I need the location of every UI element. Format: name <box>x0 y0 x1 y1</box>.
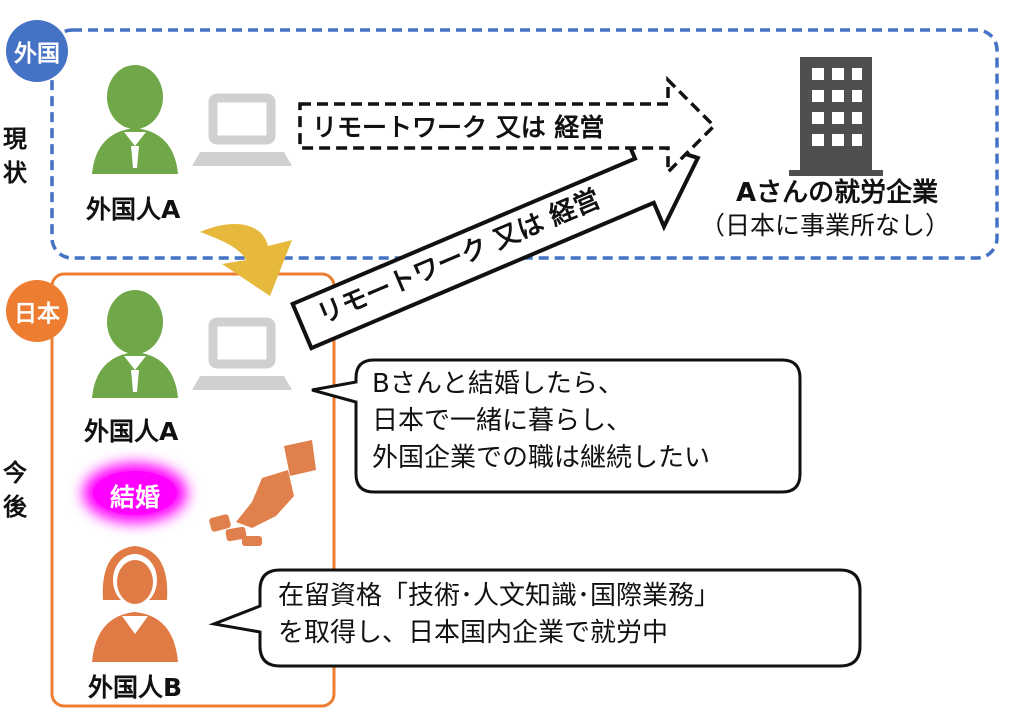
move-arrow-icon <box>200 223 292 296</box>
company-note: （日本に事業所なし） <box>700 211 951 240</box>
person-b-label: 外国人B <box>88 673 183 702</box>
person-a-bottom-icon <box>92 290 178 398</box>
side-label-current: 現状 <box>0 122 30 190</box>
person-a-top-label: 外国人A <box>86 195 181 224</box>
laptop-bottom-icon <box>192 317 292 390</box>
side-label-current-text: 現状 <box>3 125 27 187</box>
office-building-icon <box>789 57 883 176</box>
speech-bubble-b-shape <box>208 568 862 668</box>
top-arrow-label: リモートワーク 又は 経営 <box>312 113 605 142</box>
laptop-top-icon <box>192 93 292 166</box>
japan-region-badge: 日本 <box>6 280 68 342</box>
speech-bubble-b-text: 在留資格「技術･人文知識･国際業務」 を取得し、日本国内企業で就労中 <box>278 581 721 648</box>
japan-map-icon <box>209 440 316 546</box>
person-a-bottom-label: 外国人A <box>84 417 179 446</box>
person-a-top-icon <box>92 65 178 174</box>
speech-bubble-a-shape <box>311 358 802 494</box>
top-arrow <box>298 75 717 177</box>
side-label-future-text: 今後 <box>3 459 27 521</box>
diagonal-arrow <box>289 131 701 351</box>
side-label-future: 今後 <box>0 456 30 524</box>
company-name: Aさんの就労企業 <box>736 178 939 208</box>
foreign-region-badge: 外国 <box>6 20 68 82</box>
speech-bubble-a-text: Bさんと結婚したら、 日本で一緒に暮らし、 外国企業での職は継続したい <box>372 369 711 473</box>
person-b-icon <box>92 546 178 662</box>
marriage-badge: 結婚 <box>109 483 160 512</box>
